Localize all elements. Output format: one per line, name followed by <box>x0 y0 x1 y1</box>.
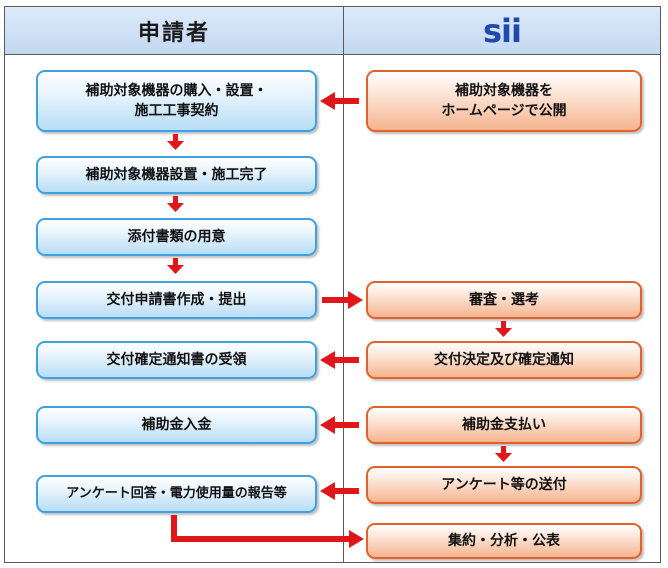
step-receive-confirmation: 交付確定通知書の受領 <box>36 341 317 379</box>
sii-step-aggregate-publish: 集約・分析・公表 <box>366 523 642 559</box>
arrow-right-submit <box>322 291 363 309</box>
arrow-down-sii-1 <box>495 321 512 337</box>
arrow-down-sii-2 <box>495 446 512 462</box>
step-submit-application: 交付申請書作成・提出 <box>36 281 317 319</box>
arrow-left-publish <box>320 92 359 110</box>
applicant-title: 申請者 <box>137 20 210 46</box>
step-survey-report: アンケート回答・電力使用量の報告等 <box>36 475 317 513</box>
arrow-down-3 <box>167 258 184 274</box>
flowchart-frame <box>4 6 661 563</box>
sii-step-publish-equipment: 補助対象機器を ホームページで公開 <box>366 70 642 132</box>
arrow-elbow-report <box>171 515 364 548</box>
step-subsidy-deposit: 補助金入金 <box>36 406 317 444</box>
step-purchase-contract: 補助対象機器の購入・設置・ 施工工事契約 <box>36 70 317 132</box>
step-installation-complete: 補助対象機器設置・施工完了 <box>36 156 317 194</box>
sii-step-review-selection: 審査・選考 <box>366 281 642 319</box>
arrow-left-survey <box>320 482 359 500</box>
column-divider <box>343 6 344 563</box>
applicant-column-header: 申請者 <box>5 7 343 55</box>
arrow-left-notice <box>320 351 359 369</box>
arrow-down-2 <box>167 196 184 212</box>
arrow-left-payment <box>320 416 359 434</box>
sii-step-subsidy-payment: 補助金支払い <box>366 406 642 444</box>
arrow-down-1 <box>167 134 184 150</box>
step-prepare-documents: 添付書類の用意 <box>36 218 317 256</box>
sii-column-header: sii <box>344 7 660 55</box>
sii-logo-text: sii <box>483 11 522 50</box>
sii-step-send-survey: アンケート等の送付 <box>366 466 642 504</box>
sii-logo: sii <box>483 11 522 50</box>
sii-step-decision-notice: 交付決定及び確定通知 <box>366 341 642 379</box>
